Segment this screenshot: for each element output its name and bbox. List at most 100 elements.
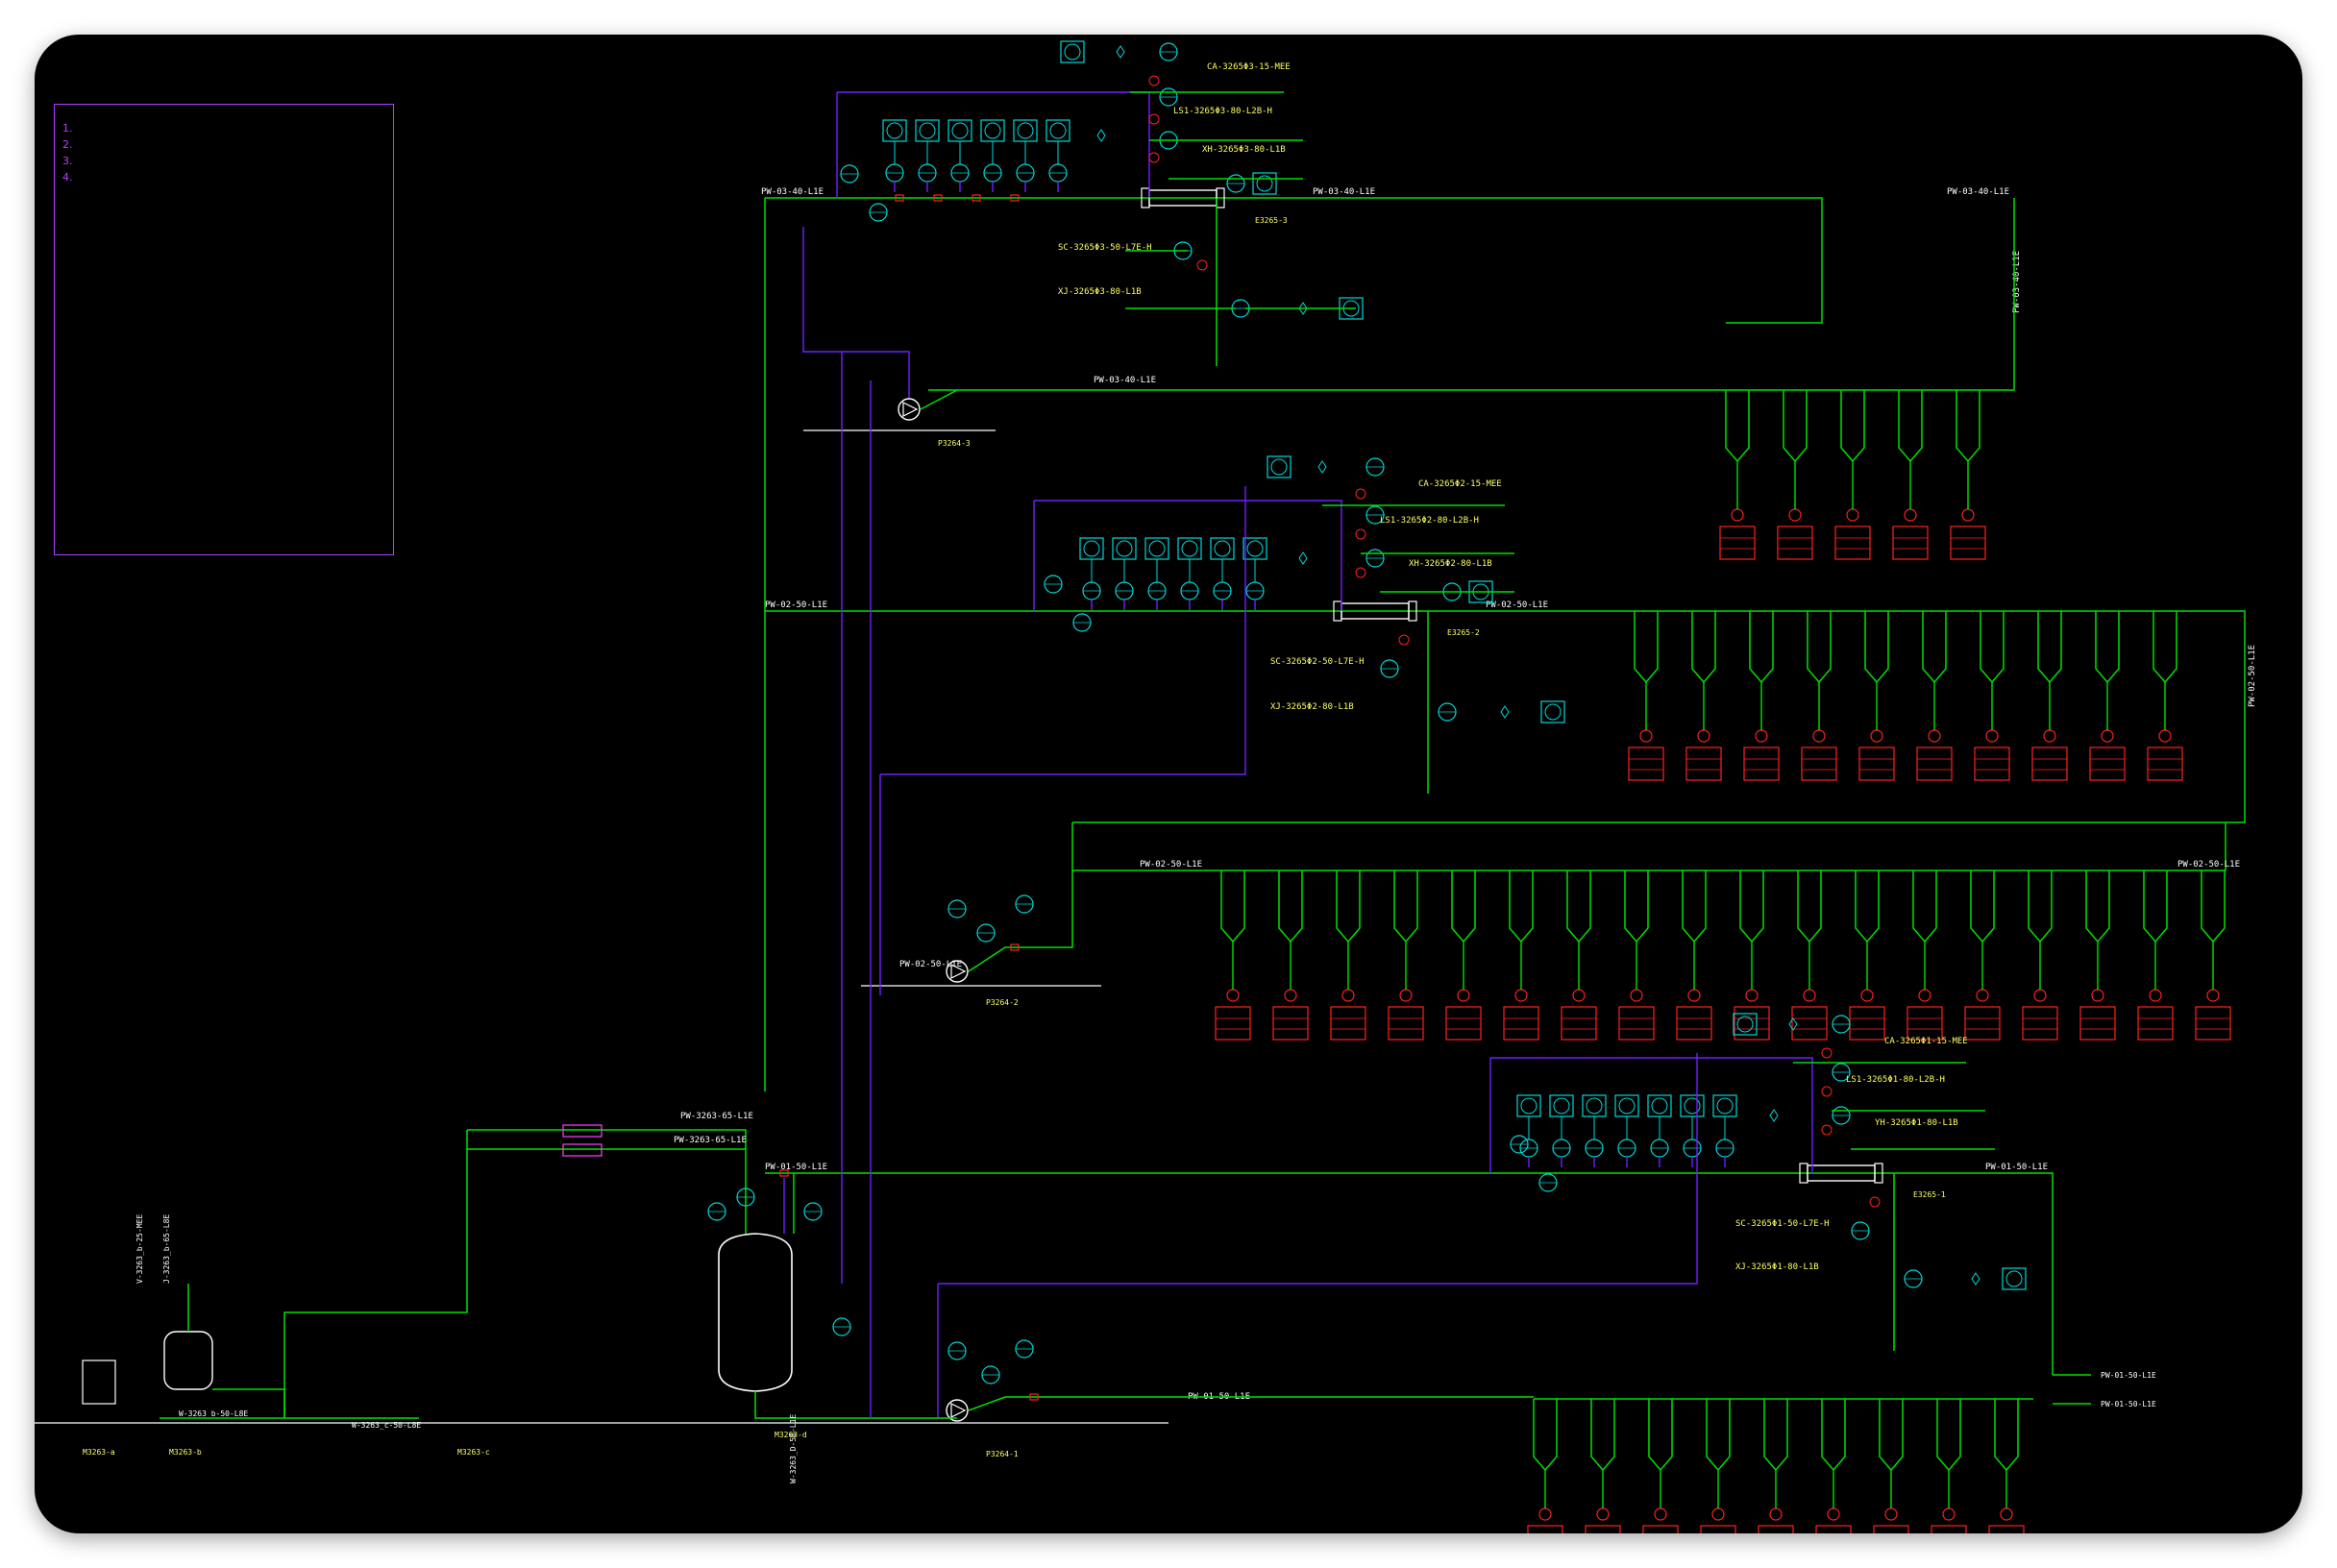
pipe-line	[2201, 870, 2226, 943]
pipe-line	[283, 1130, 468, 1418]
use-point-tag-frame	[1974, 747, 2010, 781]
pipe-line	[1278, 870, 1303, 943]
temp-bubble	[869, 203, 888, 222]
pipe-label-tank-drain: W-3263_D-50-L1E	[789, 1414, 798, 1483]
use-point-valve	[1803, 989, 1816, 1002]
pipe-line	[1101, 197, 1823, 324]
tank-bubble	[736, 1188, 755, 1207]
use-point-tag	[1330, 1006, 1366, 1041]
pipe-line	[1855, 870, 1880, 943]
analyzer-bubble	[1048, 163, 1068, 183]
dcs-circle	[1017, 122, 1034, 139]
use-point-tag	[1892, 526, 1929, 560]
interlock-diamond	[1971, 1272, 1980, 1286]
exchanger-tag-3: E3265-3	[1255, 216, 1288, 225]
use-point-tag	[1801, 747, 1837, 781]
use-point-tag	[1931, 1525, 1967, 1533]
dcs-circle	[886, 122, 903, 139]
pipe-label-loop1-right: PW-01-50-L1E	[1985, 1163, 2048, 1172]
use-point-tag-frame	[1272, 1006, 1309, 1041]
use-point-tag	[1906, 1006, 1943, 1041]
use-point-valve	[1687, 989, 1701, 1002]
exchanger-head	[1408, 600, 1417, 622]
ca-instrument	[1365, 457, 1385, 477]
dcs-circle	[1270, 458, 1288, 476]
pipe-line	[1706, 1399, 1731, 1472]
pipe-line	[1634, 611, 1659, 684]
utility-loop3-sc: SC-3265Φ3-50-L7E-H	[1058, 243, 1152, 253]
pump-casing	[898, 398, 921, 421]
dcs-circle	[1544, 703, 1562, 721]
tank-bubble	[803, 1202, 823, 1221]
pipe-label-loop2-supply: PW-02-50-L1E	[765, 600, 827, 610]
level-bubble	[832, 1317, 851, 1336]
analyzer-box	[980, 119, 1005, 142]
ca-dcs	[1060, 40, 1085, 63]
pipe-label-feed-d: V-3263_b-25-MEE	[135, 1214, 144, 1284]
dcs-circle	[1116, 540, 1133, 557]
pipe-label-feed-a: W-3263_b-50-L8E	[179, 1409, 248, 1418]
use-point-tag-frame	[1330, 1006, 1366, 1041]
pipe-line	[1898, 390, 1923, 463]
pipe-line	[1864, 611, 1889, 684]
use-point-tag-frame	[1758, 1525, 1794, 1533]
dcs-circle	[1083, 540, 1100, 557]
signal-line	[802, 227, 910, 398]
utility-loop2-sc: SC-3265Φ2-50-L7E-H	[1270, 657, 1365, 667]
valve-number-marker	[1148, 113, 1160, 125]
use-point-valve	[2091, 989, 2104, 1002]
use-point-tag-frame	[1628, 747, 1664, 781]
analyzer-bubble	[1683, 1139, 1702, 1158]
use-point-tag-frame	[1618, 1006, 1655, 1041]
pipe-line	[1912, 870, 1937, 943]
exchanger-tag-2: E3265-2	[1447, 628, 1480, 637]
xj-dcs	[1540, 700, 1565, 723]
dcs-frame	[2002, 1267, 2027, 1290]
ca-dcs	[1267, 455, 1292, 478]
flow-bubble	[1510, 1135, 1529, 1154]
utility-loop1-ca: CA-3265Φ1-15-MEE	[1884, 1037, 1968, 1046]
use-point-valve	[1226, 989, 1240, 1002]
use-point-valve	[2033, 989, 2047, 1002]
use-point-valve	[2149, 989, 2162, 1002]
xj-instrument	[1904, 1269, 1923, 1288]
use-point-tag	[1618, 1006, 1655, 1041]
use-point-tag-frame	[1873, 1525, 1909, 1533]
exchanger-head	[1799, 1163, 1808, 1184]
ca-instrument	[1159, 42, 1178, 61]
use-point-tag	[1685, 747, 1722, 781]
analyzer-bubble	[1519, 1139, 1538, 1158]
use-point-tag-frame	[1931, 1525, 1967, 1533]
pipe-line	[1763, 1399, 1788, 1472]
tank-tag-b: M3263-b	[169, 1448, 202, 1457]
utility-loop1-yh: YH-3265Φ1-80-L1B	[1875, 1118, 1958, 1128]
valve	[1010, 194, 1020, 202]
notes-line-4: 4.	[62, 171, 73, 184]
use-point-tag	[1272, 1006, 1309, 1041]
dcs-frame	[1733, 1013, 1758, 1036]
pipe-line	[1533, 1399, 1558, 1472]
use-point-valve	[1961, 508, 1975, 522]
analyzer-box	[1647, 1094, 1672, 1117]
dcs-circle	[2005, 1270, 2023, 1287]
analyzer-bubble	[1715, 1139, 1734, 1158]
use-point-valve	[1846, 508, 1859, 522]
notes-panel: 1. 2. 3. 4.	[54, 104, 394, 555]
analyzer-box	[882, 119, 907, 142]
use-point-tag-frame	[1676, 1006, 1712, 1041]
dcs-circle	[1148, 540, 1166, 557]
use-point-valve	[1755, 729, 1768, 743]
valve	[972, 194, 981, 202]
analyzer-box	[1712, 1094, 1737, 1117]
pipe-line	[1840, 390, 1865, 463]
use-point-tag	[1676, 1006, 1712, 1041]
dcs-frame	[1252, 172, 1277, 195]
pipe-line	[467, 1129, 747, 1234]
riser-valve	[779, 1169, 789, 1177]
pipe-line	[754, 1391, 957, 1419]
use-point-tag	[1527, 1525, 1563, 1533]
pump-tag-3: P3264-3	[938, 439, 971, 448]
use-point-valve	[1985, 729, 1999, 743]
use-point-valve	[1284, 989, 1297, 1002]
analyzer-box	[1210, 537, 1235, 560]
